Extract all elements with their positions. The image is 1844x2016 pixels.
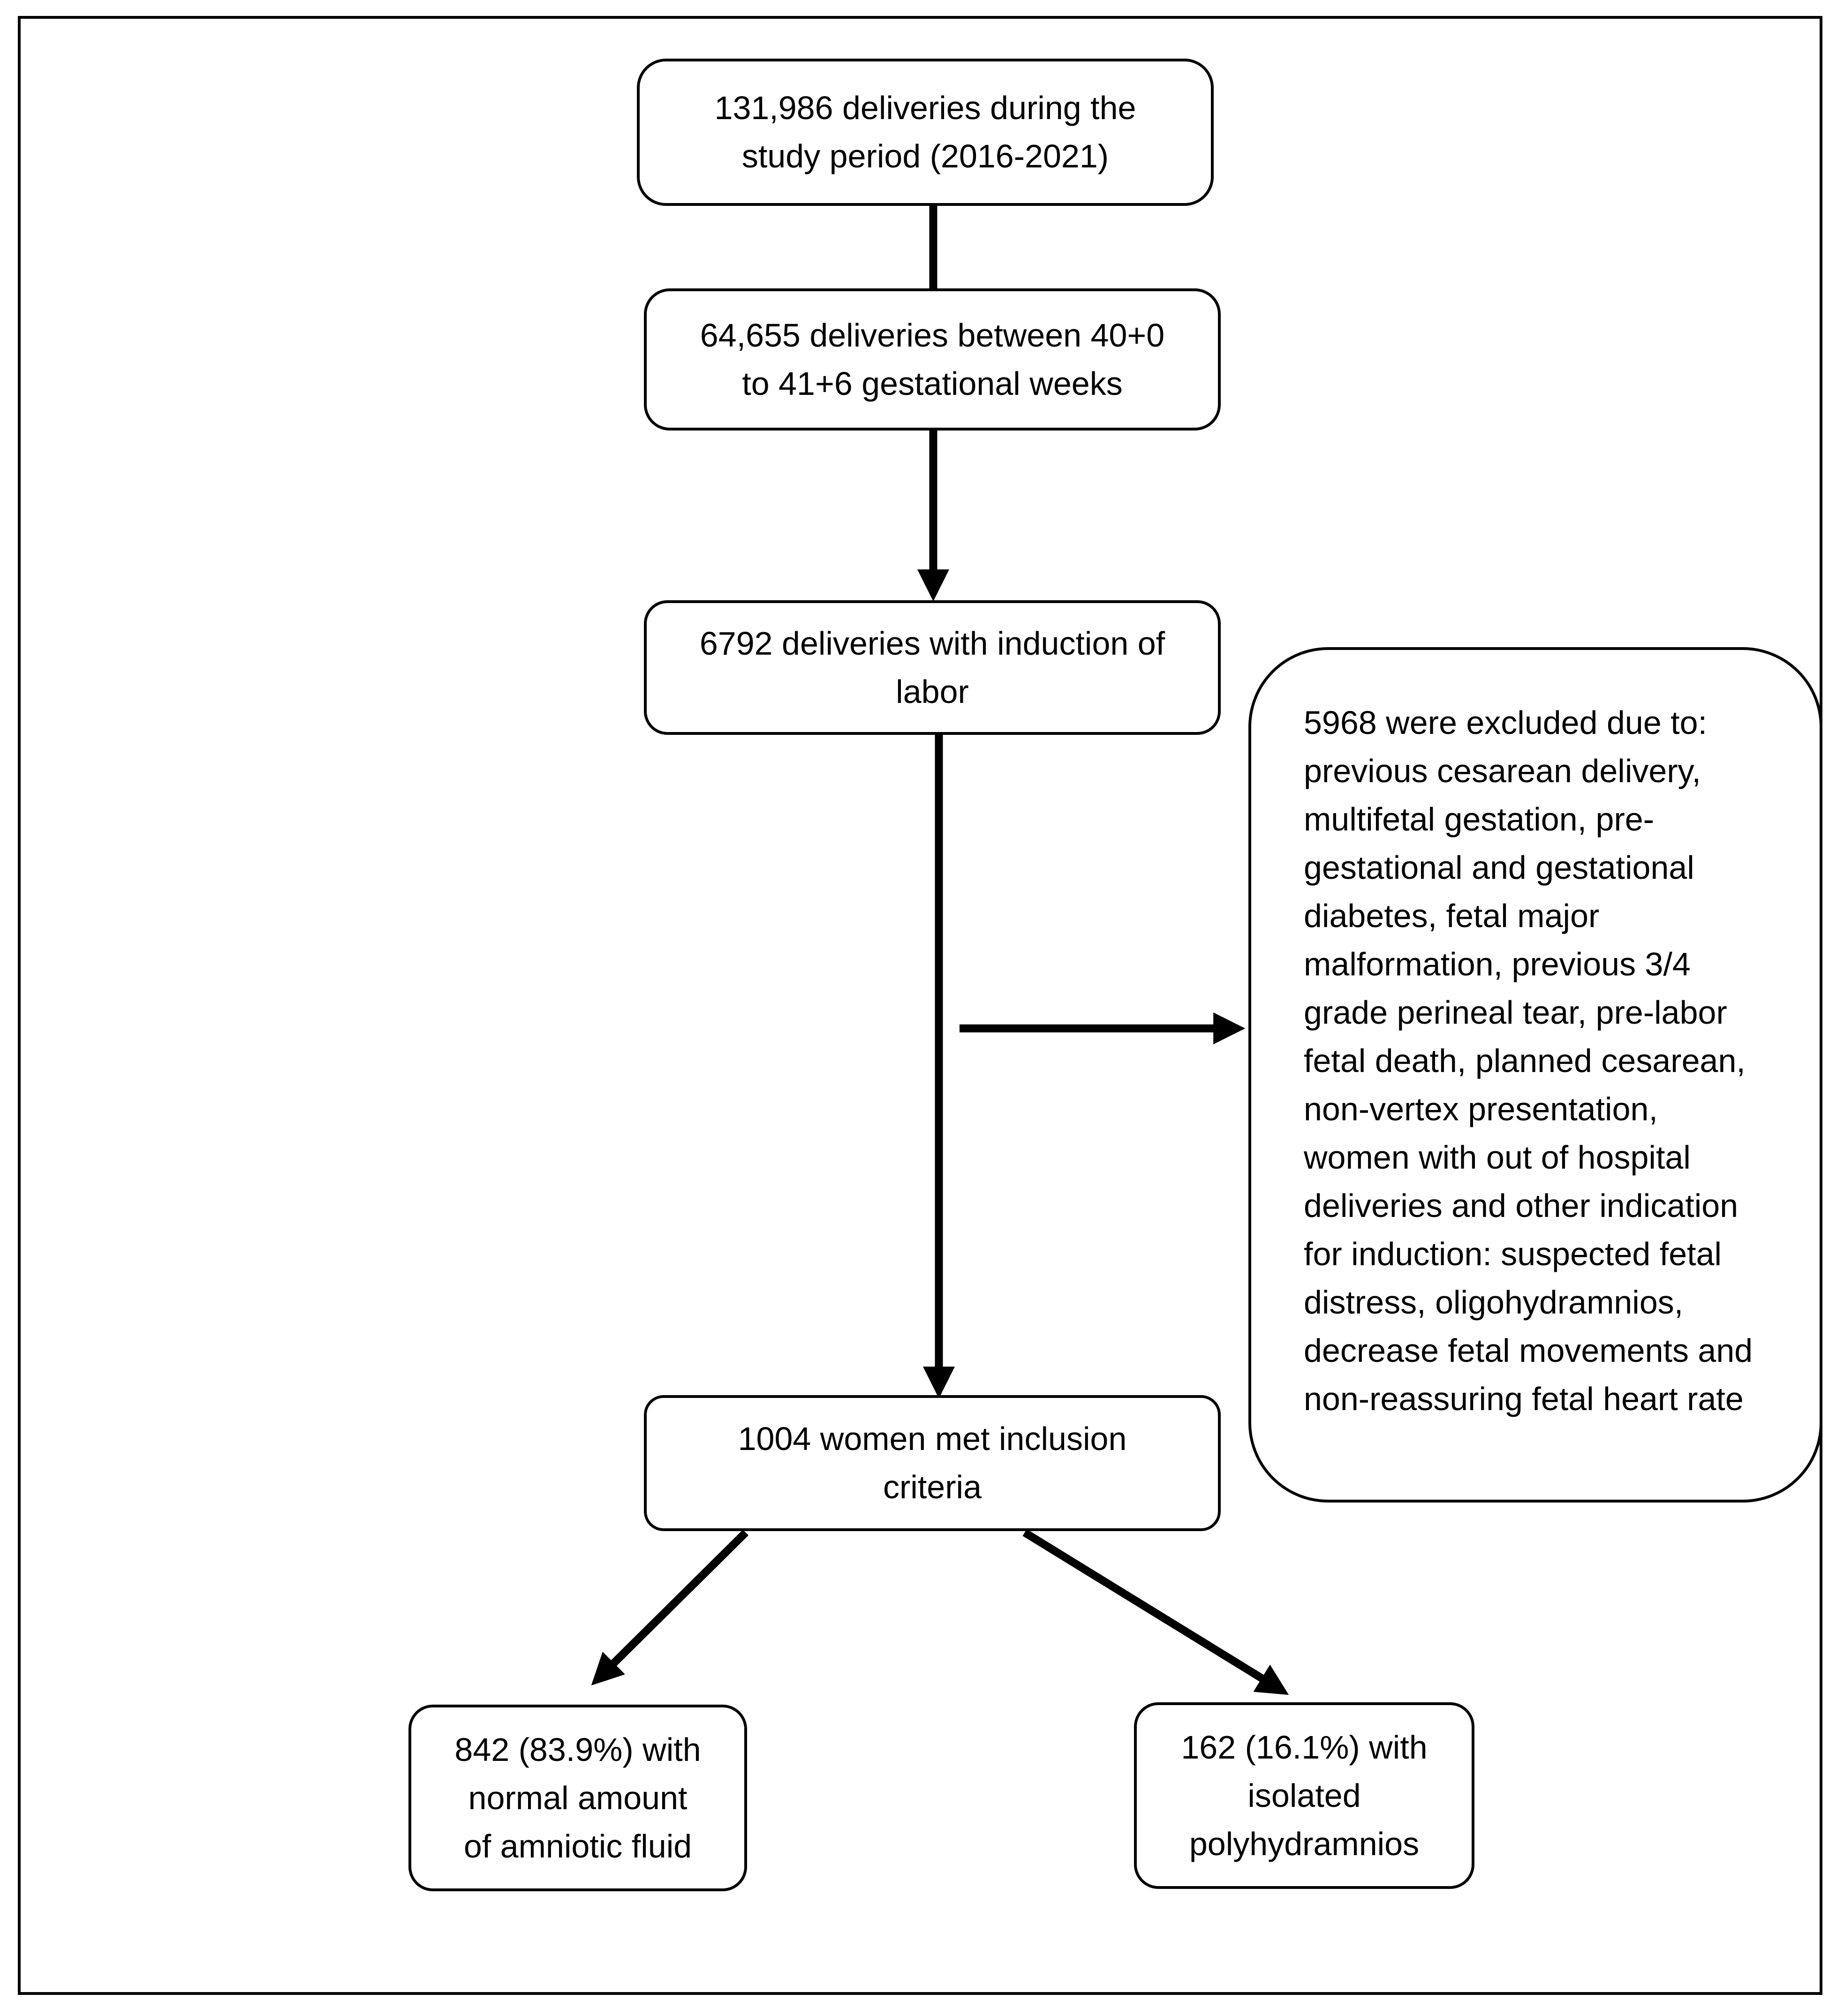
exclusion-criteria-box: 5968 were excluded due to: previous cesa… xyxy=(1248,647,1822,1503)
total-deliveries-text: 131,986 deliveries during the study peri… xyxy=(714,90,1136,174)
polyhydramnios-group-box: 162 (16.1%) with isolated polyhydramnios xyxy=(1134,1702,1474,1889)
exclusion-criteria-text: 5968 were excluded due to: previous cesa… xyxy=(1304,704,1753,1417)
polyhydramnios-group-text: 162 (16.1%) with isolated polyhydramnios xyxy=(1181,1729,1428,1862)
arrow-to-polyhydramnios-group xyxy=(1022,1529,1289,1695)
included-women-box: 1004 women met inclusion criteria xyxy=(644,1395,1221,1531)
normal-fluid-group-text: 842 (83.9%) with normal amount of amniot… xyxy=(454,1731,701,1865)
normal-fluid-group-box: 842 (83.9%) with normal amount of amniot… xyxy=(408,1705,747,1891)
term-deliveries-box: 64,655 deliveries between 40+0 to 41+6 g… xyxy=(644,288,1221,430)
induction-box: 6792 deliveries with induction of labor xyxy=(644,600,1221,735)
term-deliveries-text: 64,655 deliveries between 40+0 to 41+6 g… xyxy=(700,317,1165,402)
included-women-text: 1004 women met inclusion criteria xyxy=(738,1420,1127,1505)
induction-text: 6792 deliveries with induction of labor xyxy=(699,625,1165,710)
total-deliveries-box: 131,986 deliveries during the study peri… xyxy=(637,59,1214,206)
arrow-to-normal-group xyxy=(591,1529,748,1686)
